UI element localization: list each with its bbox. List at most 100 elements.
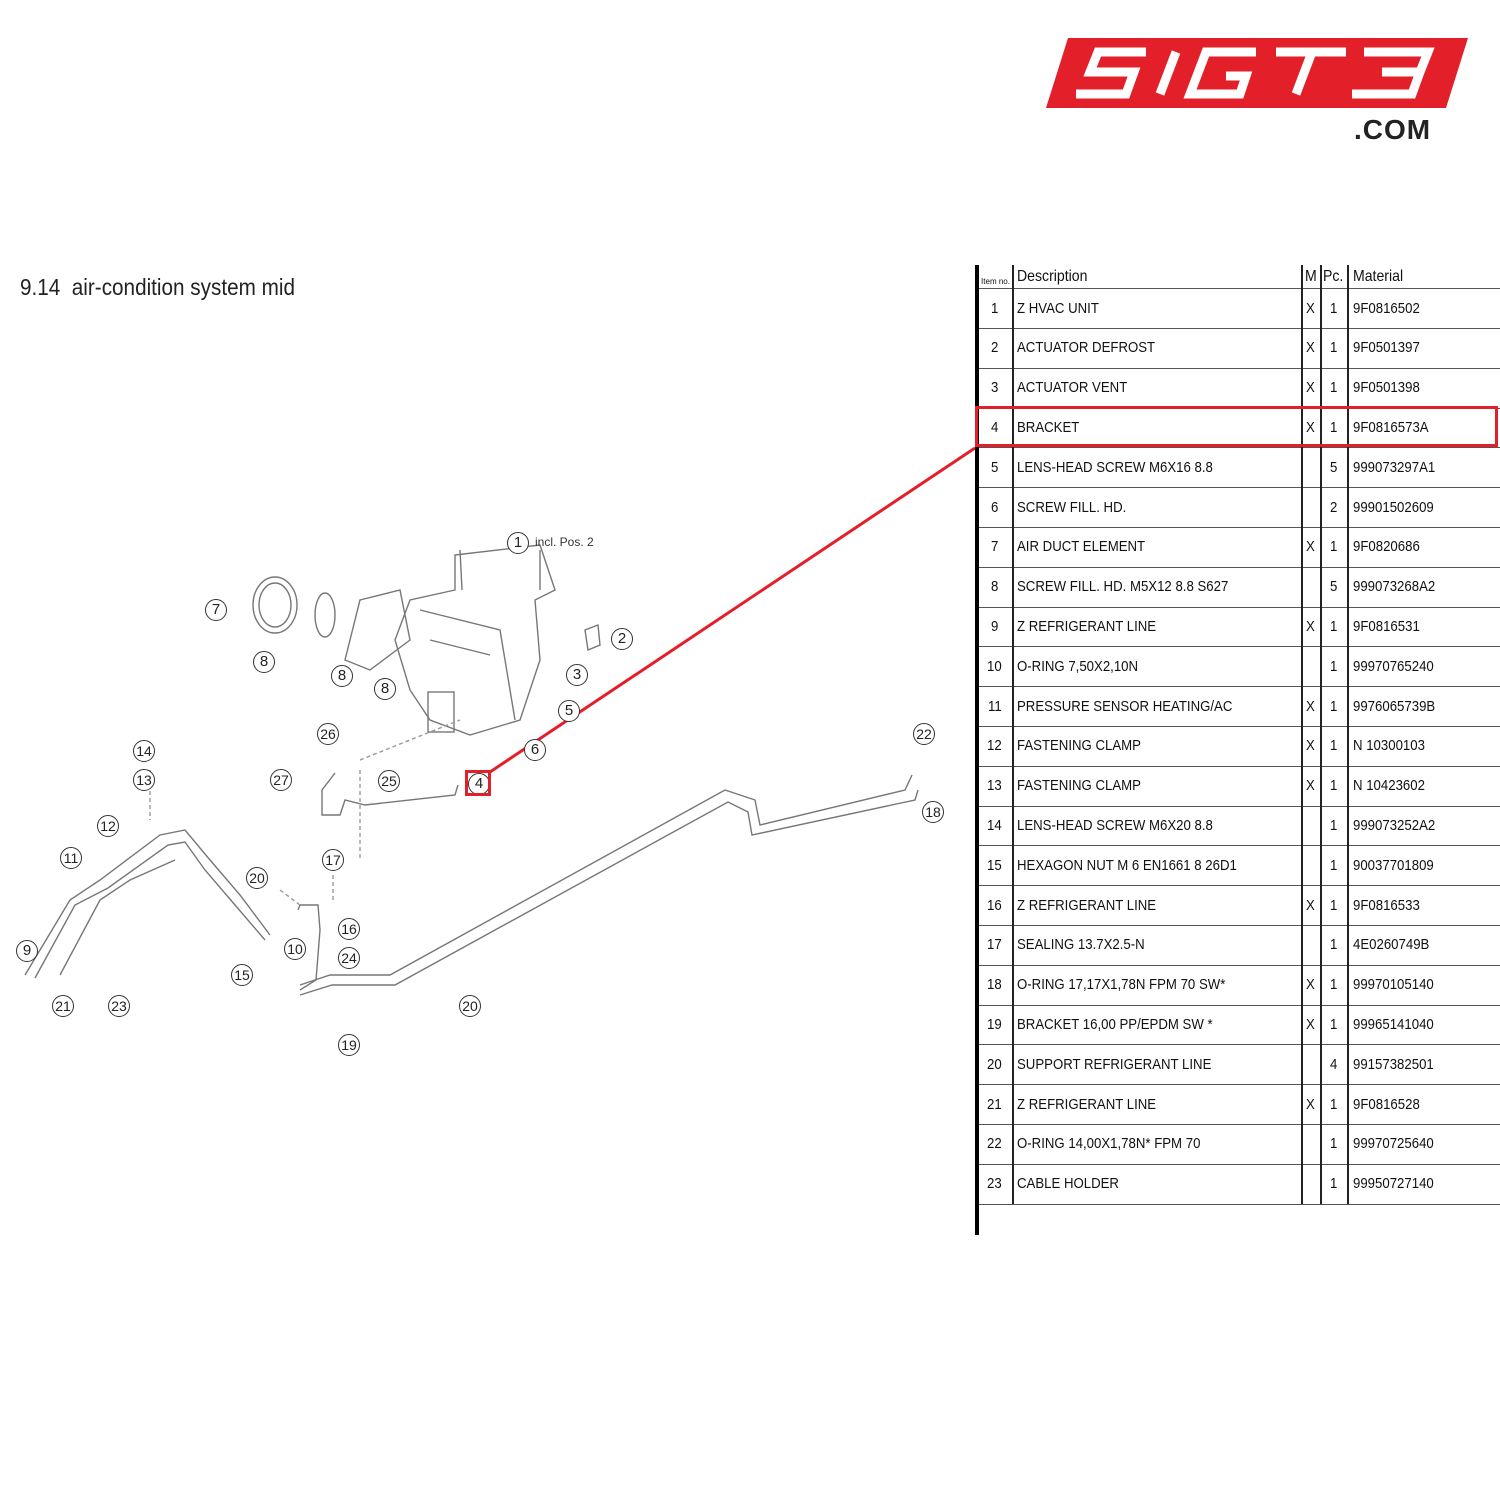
callout-14[interactable]: 14: [133, 740, 155, 762]
cell-item-no: 22: [979, 1124, 1012, 1164]
cell-quantity: 1: [1320, 1123, 1347, 1164]
callout-22[interactable]: 22: [913, 723, 935, 745]
callout-16[interactable]: 16: [338, 918, 360, 940]
quantity-text: 1: [1330, 1095, 1338, 1113]
quantity-text: 1: [1330, 976, 1338, 994]
cell-item-no: 5: [979, 447, 1012, 487]
cell-m-flag: X: [1301, 288, 1320, 328]
callout-8[interactable]: 8: [331, 665, 353, 687]
cell-quantity: 1: [1320, 646, 1347, 687]
quantity-text: 1: [1330, 418, 1338, 436]
callout-27[interactable]: 27: [270, 769, 292, 791]
cell-quantity: 1: [1320, 845, 1347, 886]
callout-25[interactable]: 25: [378, 770, 400, 792]
callout-13[interactable]: 13: [133, 769, 155, 791]
callout-11[interactable]: 11: [60, 847, 82, 869]
cell-material: 9F0820686: [1347, 526, 1500, 567]
cell-quantity: 1: [1320, 367, 1347, 408]
cell-item-no: 12: [979, 726, 1012, 766]
description-text: LENS-HEAD SCREW M6X20 8.8: [1017, 816, 1213, 834]
callout-19[interactable]: 19: [338, 1034, 360, 1056]
callout-8[interactable]: 8: [374, 678, 396, 700]
incl-note: incl. Pos. 2: [535, 535, 594, 549]
callout-6[interactable]: 6: [524, 739, 546, 761]
cell-item-no: 18: [979, 965, 1012, 1005]
header-item-no: Item no.: [981, 277, 1010, 286]
cell-description: ACTUATOR DEFROST: [1012, 327, 1301, 368]
callout-3[interactable]: 3: [566, 664, 588, 686]
callout-1[interactable]: 1: [507, 532, 529, 554]
callout-7[interactable]: 7: [205, 599, 227, 621]
cell-m-flag: X: [1301, 765, 1320, 806]
material-text: 9F0816528: [1353, 1095, 1420, 1113]
item-no-text: 3: [991, 379, 999, 397]
cell-material: 9F0501397: [1347, 327, 1500, 368]
callout-10[interactable]: 10: [284, 938, 306, 960]
callout-18[interactable]: 18: [922, 801, 944, 823]
cell-description: LENS-HEAD SCREW M6X20 8.8: [1012, 805, 1301, 846]
description-text: AIR DUCT ELEMENT: [1017, 538, 1146, 556]
callout-20[interactable]: 20: [246, 867, 268, 889]
material-text: 99950727140: [1353, 1175, 1434, 1193]
callout-15[interactable]: 15: [231, 964, 253, 986]
cell-quantity: 1: [1320, 725, 1347, 766]
quantity-text: 1: [1330, 1175, 1338, 1193]
description-text: LENS-HEAD SCREW M6X16 8.8: [1017, 458, 1213, 476]
callout-17[interactable]: 17: [322, 849, 344, 871]
callout-8[interactable]: 8: [253, 651, 275, 673]
cell-item-no: 16: [979, 885, 1012, 925]
callout-2[interactable]: 2: [611, 628, 633, 650]
material-text: 99965141040: [1353, 1015, 1434, 1033]
highlight-leader-line: [489, 446, 976, 774]
item-no-text: 13: [987, 777, 1002, 795]
cell-quantity: 1: [1320, 407, 1347, 448]
quantity-text: 1: [1330, 896, 1338, 914]
callout-21[interactable]: 21: [52, 995, 74, 1017]
cell-description: Z REFRIGERANT LINE: [1012, 606, 1301, 647]
m-flag-text: X: [1306, 697, 1316, 715]
cell-m-flag: X: [1301, 1004, 1320, 1045]
m-flag-text: X: [1306, 777, 1316, 795]
quantity-text: 1: [1330, 299, 1338, 317]
cell-material: 999073268A2: [1347, 566, 1500, 607]
callout-26[interactable]: 26: [317, 723, 339, 745]
cell-m-flag: [1301, 566, 1320, 607]
cell-item-no: 2: [979, 328, 1012, 368]
material-text: 4E0260749B: [1353, 936, 1430, 954]
description-text: ACTUATOR DEFROST: [1017, 339, 1156, 357]
callout-12[interactable]: 12: [97, 815, 119, 837]
description-text: O-RING 7,50X2,10N: [1017, 657, 1139, 675]
callout-9[interactable]: 9: [16, 940, 38, 962]
callout-23[interactable]: 23: [108, 995, 130, 1017]
cell-m-flag: [1301, 924, 1320, 965]
cell-quantity: 1: [1320, 885, 1347, 925]
cell-quantity: 1: [1320, 964, 1347, 1005]
callout-24[interactable]: 24: [338, 947, 360, 969]
material-text: 999073252A2: [1353, 816, 1436, 834]
callout-5[interactable]: 5: [558, 700, 580, 722]
callout-20[interactable]: 20: [459, 995, 481, 1017]
